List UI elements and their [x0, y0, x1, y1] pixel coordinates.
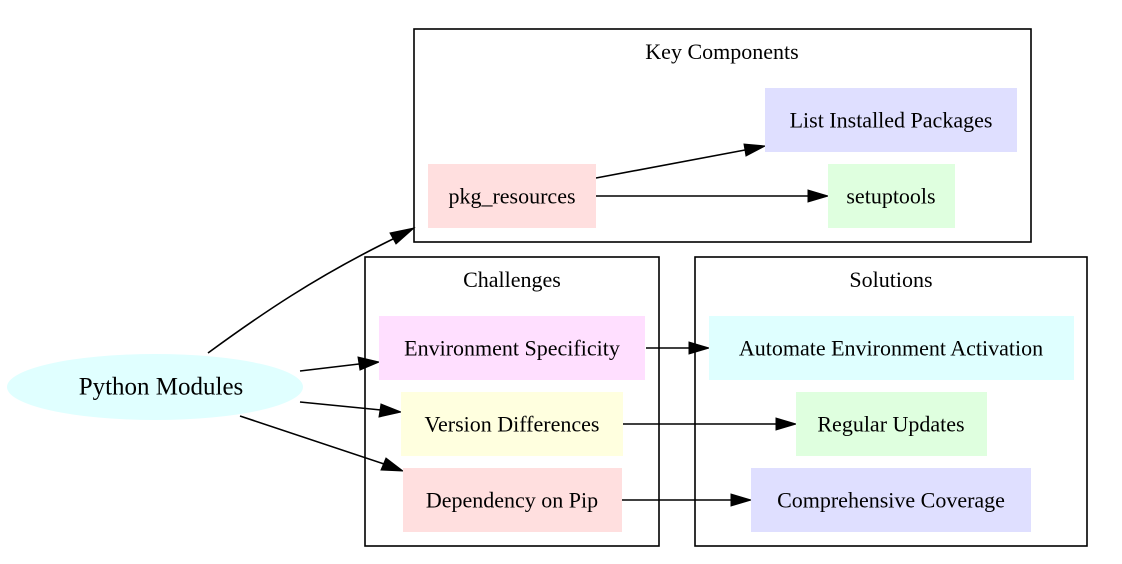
cluster-challenges-title: Challenges: [463, 267, 561, 292]
node-python-modules-shape: [7, 354, 303, 420]
edge-pkg-resources-to-setuptools: [596, 189, 830, 203]
node-dependency-on-pip-label: Dependency on Pip: [426, 488, 598, 513]
node-regular-updates-label: Regular Updates: [817, 412, 964, 437]
edge-python-modules-to-pkg-resources: [207, 227, 416, 354]
arrowhead: [730, 493, 753, 507]
node-version-differences-label: Version Differences: [425, 412, 600, 437]
node-setuptools: setuptools: [828, 164, 955, 228]
node-python-modules-label: Python Modules: [79, 374, 244, 401]
arrowhead: [357, 356, 381, 371]
node-dependency-on-pip: Dependency on Pip: [403, 468, 622, 532]
node-comprehensive-coverage: Comprehensive Coverage: [751, 468, 1031, 532]
edge-python-modules-to-dependency-on-pip: [239, 415, 405, 472]
edges: [207, 143, 830, 507]
node-python-modules: Python Modules: [7, 354, 303, 420]
arrowhead: [775, 417, 798, 431]
arrowhead: [688, 341, 711, 355]
node-automate-environment-activation: Automate Environment Activation: [709, 316, 1074, 380]
node-regular-updates-shape: [796, 392, 987, 456]
edge-dependency-on-pip-to-comprehensive-coverage: [622, 493, 753, 507]
arrowhead: [380, 457, 405, 472]
node-pkg-resources-label: pkg_resources: [448, 184, 575, 209]
arrowhead: [389, 227, 416, 245]
node-list-installed-packages-label: List Installed Packages: [790, 108, 993, 133]
node-setuptools-label: setuptools: [846, 184, 935, 209]
node-list-installed-packages: List Installed Packages: [765, 88, 1017, 152]
node-automate-environment-activation-label: Automate Environment Activation: [739, 336, 1043, 361]
node-setuptools-shape: [828, 164, 955, 228]
edge-python-modules-to-version-differences: [299, 401, 403, 418]
node-list-installed-packages-shape: [765, 88, 1017, 152]
node-regular-updates: Regular Updates: [796, 392, 987, 456]
cluster-key-components-title: Key Components: [645, 39, 798, 64]
node-pkg-resources: pkg_resources: [428, 164, 596, 228]
node-pkg-resources-shape: [428, 164, 596, 228]
node-comprehensive-coverage-label: Comprehensive Coverage: [777, 488, 1005, 513]
node-version-differences-shape: [401, 392, 623, 456]
edge-version-differences-to-regular-updates: [623, 417, 798, 431]
node-dependency-on-pip-shape: [403, 468, 622, 532]
edge-pkg-resources-to-list-installed-packages: [595, 143, 767, 179]
arrowhead: [378, 403, 403, 418]
arrowhead: [743, 143, 767, 157]
node-environment-specificity-shape: [379, 316, 645, 380]
node-environment-specificity: Environment Specificity: [379, 316, 645, 380]
arrowhead: [807, 189, 830, 203]
node-automate-environment-activation-shape: [709, 316, 1074, 380]
node-environment-specificity-label: Environment Specificity: [404, 336, 620, 361]
node-comprehensive-coverage-shape: [751, 468, 1031, 532]
node-version-differences: Version Differences: [401, 392, 623, 456]
edge-environment-specificity-to-automate-environment-activation: [646, 341, 711, 355]
cluster-solutions-title: Solutions: [849, 267, 932, 292]
edge-python-modules-to-environment-specificity: [299, 356, 381, 372]
